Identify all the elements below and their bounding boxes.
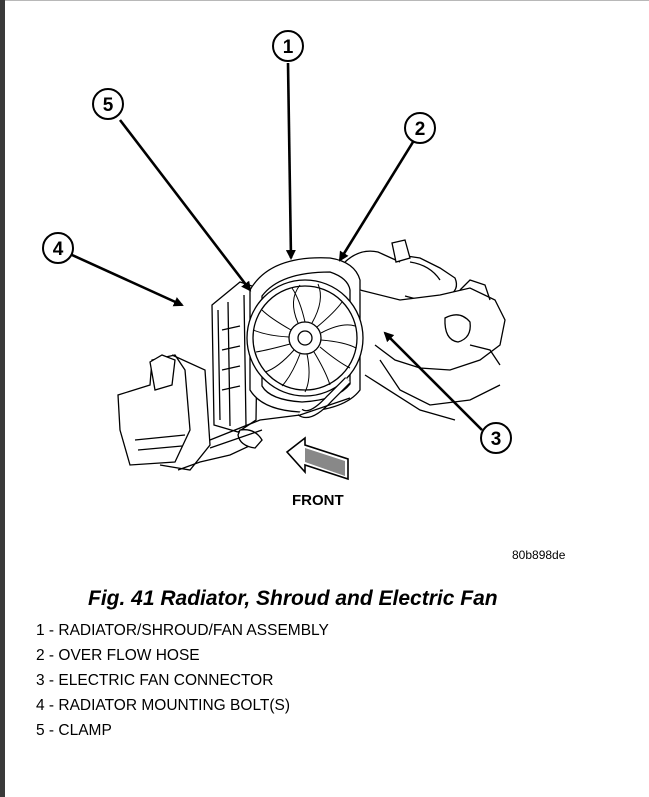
legend-item: 2 - OVER FLOW HOSE — [36, 647, 200, 664]
callout-1: 1 — [272, 30, 304, 62]
front-label: FRONT — [292, 492, 344, 509]
leader-1 — [285, 62, 296, 260]
callout-3: 3 — [480, 422, 512, 454]
leader-4 — [71, 253, 184, 307]
front-direction-arrow — [285, 436, 349, 481]
engine-compartment-drawing — [117, 239, 506, 471]
callout-leaders — [71, 62, 483, 431]
callout-5: 5 — [92, 88, 124, 120]
leader-2 — [338, 141, 415, 262]
callout-4: 4 — [42, 232, 74, 264]
legend-item: 1 - RADIATOR/SHROUD/FAN ASSEMBLY — [36, 622, 329, 639]
callout-number: 4 — [53, 239, 64, 260]
page-left-border — [0, 0, 5, 797]
callout-2: 2 — [404, 112, 436, 144]
callout-number: 1 — [283, 37, 294, 58]
leader-5 — [118, 119, 252, 292]
figure-image-code: 80b898de — [512, 548, 566, 562]
callout-number: 5 — [103, 95, 114, 116]
radiator-fan-illustration: FRONT 1 2 3 4 5 — [42, 30, 512, 509]
figure-caption: Fig. 41 Radiator, Shroud and Electric Fa… — [88, 587, 498, 610]
callout-number: 3 — [491, 429, 502, 450]
callout-number: 2 — [415, 119, 426, 140]
legend-item: 5 - CLAMP — [36, 722, 112, 739]
page-top-border — [5, 0, 649, 1]
parts-legend: 1 - RADIATOR/SHROUD/FAN ASSEMBLY 2 - OVE… — [36, 621, 329, 746]
leader-3 — [383, 331, 483, 431]
legend-item: 4 - RADIATOR MOUNTING BOLT(S) — [36, 697, 291, 714]
legend-item: 3 - ELECTRIC FAN CONNECTOR — [36, 672, 274, 689]
